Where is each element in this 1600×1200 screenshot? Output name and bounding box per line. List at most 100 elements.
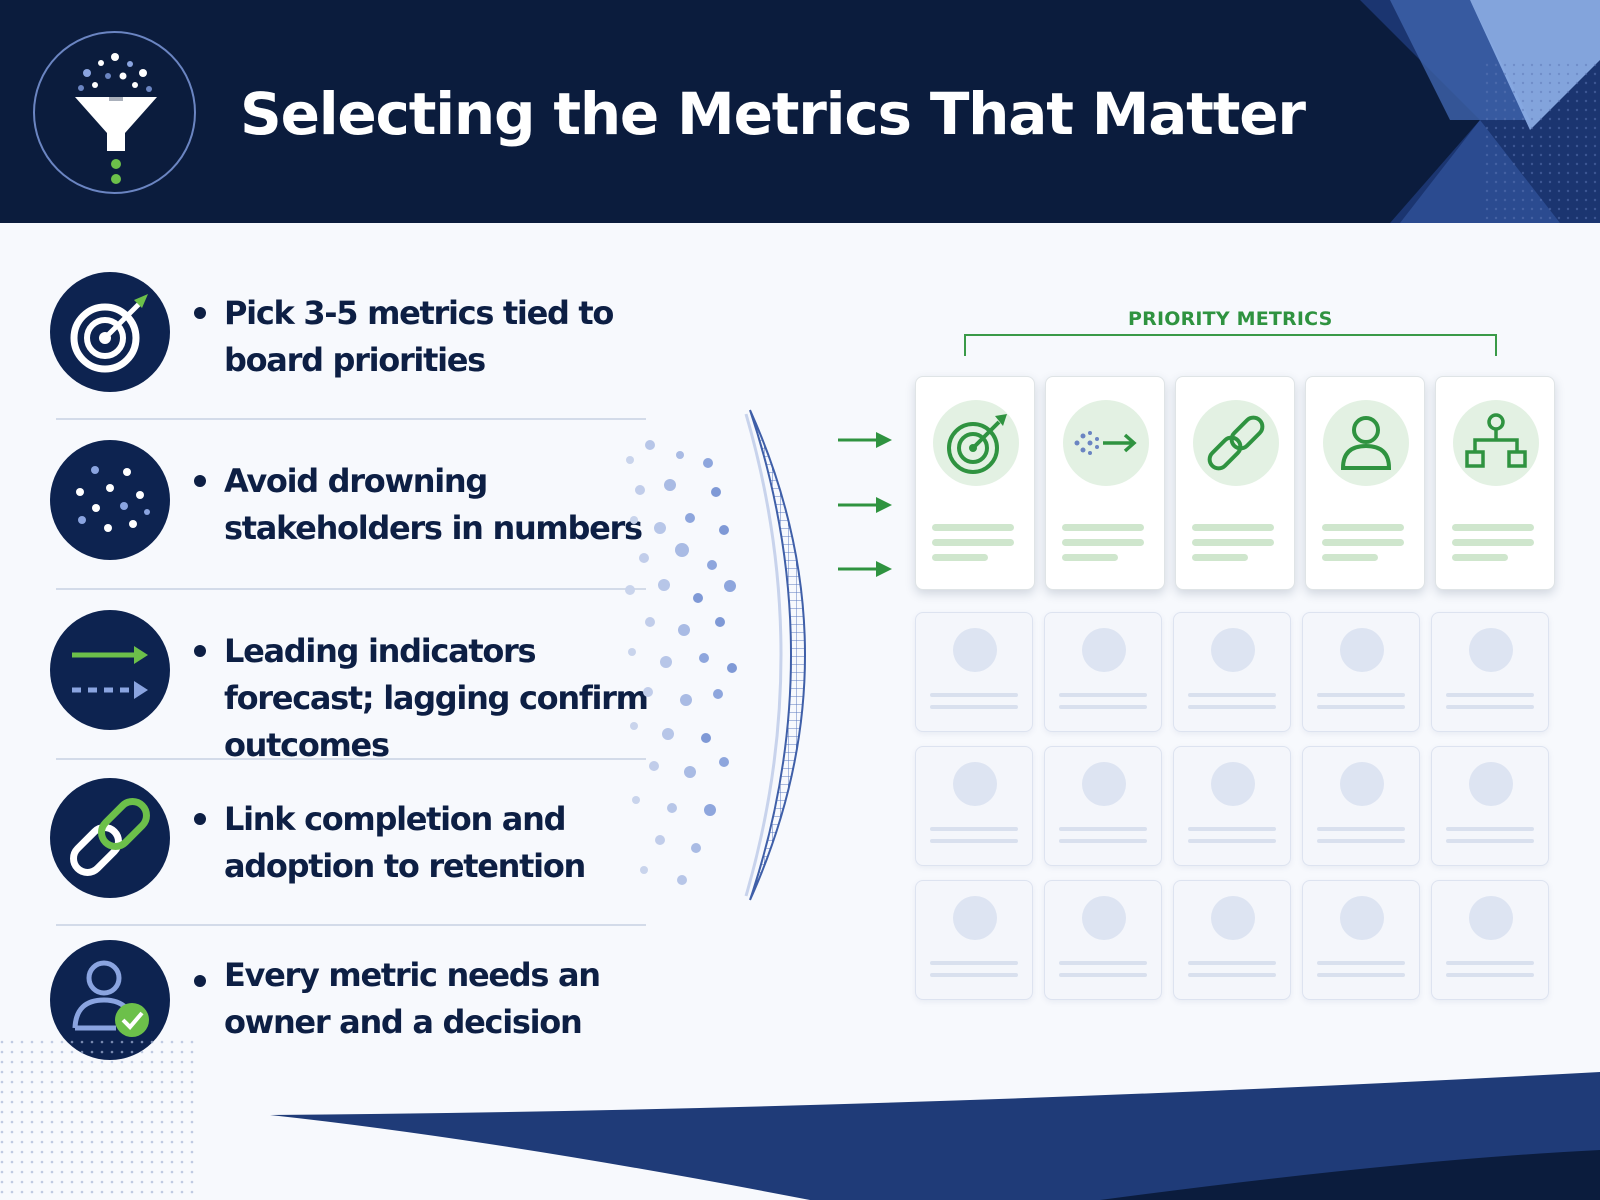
placeholder-line — [1059, 961, 1147, 965]
placeholder-line — [1317, 705, 1405, 709]
placeholder-line — [1446, 705, 1534, 709]
divider — [56, 418, 646, 420]
priority-metric-card[interactable] — [1175, 376, 1295, 590]
placeholder-line — [1062, 524, 1144, 531]
placeholder-line — [1188, 705, 1276, 709]
faded-metric-card — [1173, 612, 1291, 732]
placeholder-line — [1446, 827, 1534, 831]
list-item: Avoid drowning stakeholders in numbers — [48, 438, 643, 568]
placeholder-dot — [1340, 896, 1384, 940]
divider — [56, 588, 646, 590]
placeholder-line — [932, 539, 1014, 546]
logo-badge — [33, 31, 196, 194]
placeholder-dot — [953, 762, 997, 806]
scattered-dots-icon — [76, 466, 150, 532]
card-icon-badge — [1193, 400, 1279, 486]
placeholder-line — [930, 961, 1018, 965]
arrow-right-icon — [838, 561, 892, 577]
page-title: Selecting the Metrics That Matter — [240, 80, 1306, 148]
placeholder-line — [1062, 539, 1144, 546]
faded-metric-card — [1431, 746, 1549, 866]
placeholder-dot — [1211, 628, 1255, 672]
faded-metric-card — [1431, 612, 1549, 732]
item-icon-badge — [50, 610, 170, 730]
target-icon — [70, 294, 148, 373]
placeholder-line — [930, 827, 1018, 831]
point-text: Link completion and adoption to retentio… — [224, 800, 586, 885]
faded-metric-card — [1431, 880, 1549, 1000]
card-icon-badge — [1323, 400, 1409, 486]
placeholder-line — [1446, 961, 1534, 965]
bullet — [194, 975, 206, 987]
faded-metric-card — [1044, 880, 1162, 1000]
funnel-icon — [75, 53, 157, 184]
placeholder-line — [1446, 839, 1534, 843]
placeholder-line — [1317, 839, 1405, 843]
point-text: Pick 3-5 metrics tied to board prioritie… — [224, 294, 614, 379]
placeholder-line — [1059, 693, 1147, 697]
placeholder-line — [930, 973, 1018, 977]
filter-lens-illustration — [625, 409, 806, 901]
placeholder-line — [1446, 693, 1534, 697]
item-icon-badge — [50, 778, 170, 898]
placeholder-line — [1062, 554, 1118, 561]
placeholder-line — [1317, 827, 1405, 831]
placeholder-dot — [1469, 762, 1513, 806]
point-text: Every metric needs an owner and a decisi… — [224, 956, 601, 1041]
placeholder-dot — [1469, 896, 1513, 940]
placeholder-line — [930, 693, 1018, 697]
card-icon-badge — [1453, 400, 1539, 486]
placeholder-line — [1322, 554, 1378, 561]
item-icon-badge — [50, 272, 170, 392]
placeholder-line — [1452, 524, 1534, 531]
priority-metric-card[interactable] — [915, 376, 1035, 590]
placeholder-dot — [1340, 762, 1384, 806]
priority-metric-card[interactable] — [1305, 376, 1425, 590]
target-icon — [947, 414, 1007, 474]
divider — [56, 924, 646, 926]
placeholder-line — [1452, 554, 1508, 561]
card-icon-badge — [933, 400, 1019, 486]
list-item: Pick 3-5 metrics tied to board prioritie… — [48, 270, 614, 400]
placeholder-line — [1192, 524, 1274, 531]
placeholder-line — [930, 839, 1018, 843]
faded-metric-card — [1173, 880, 1291, 1000]
dots-arrow-icon — [1074, 431, 1137, 455]
placeholder-dot — [1082, 628, 1126, 672]
placeholder-dot — [1211, 762, 1255, 806]
filter-lens — [749, 409, 806, 901]
chain-link-icon — [70, 798, 150, 876]
placeholder-line — [932, 524, 1014, 531]
placeholder-dot — [1340, 628, 1384, 672]
data-particles — [625, 440, 737, 885]
placeholder-line — [1059, 705, 1147, 709]
chain-link-icon — [1207, 415, 1265, 471]
placeholder-line — [1317, 973, 1405, 977]
bullet — [194, 475, 206, 487]
user-check-icon — [72, 960, 149, 1037]
placeholder-line — [1188, 827, 1276, 831]
placeholder-dot — [1082, 896, 1126, 940]
header-banner: Selecting the Metrics That Matter — [0, 0, 1600, 223]
point-text: Leading indicators forecast; lagging con… — [224, 632, 649, 764]
placeholder-line — [1188, 961, 1276, 965]
arrow-right-icon — [838, 432, 892, 448]
faded-metric-card — [915, 746, 1033, 866]
placeholder-line — [1322, 539, 1404, 546]
placeholder-dot — [1211, 896, 1255, 940]
faded-metric-card — [1302, 746, 1420, 866]
faded-metric-card — [915, 612, 1033, 732]
faded-metric-card — [1044, 612, 1162, 732]
placeholder-line — [1188, 693, 1276, 697]
item-icon-badge — [50, 440, 170, 560]
user-icon — [1340, 416, 1392, 470]
placeholder-line — [1059, 827, 1147, 831]
placeholder-dot — [1082, 762, 1126, 806]
priority-metric-card[interactable] — [1045, 376, 1165, 590]
priority-metric-card[interactable] — [1435, 376, 1555, 590]
bullet — [194, 645, 206, 657]
placeholder-dot — [953, 628, 997, 672]
list-item: Leading indicators forecast; lagging con… — [48, 608, 649, 764]
placeholder-line — [1317, 693, 1405, 697]
faded-metric-card — [1044, 746, 1162, 866]
